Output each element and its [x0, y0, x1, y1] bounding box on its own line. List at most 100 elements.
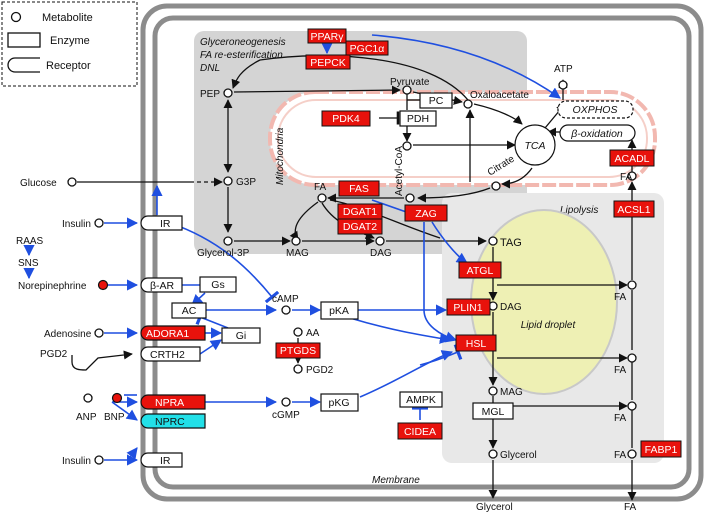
oxphos-box [557, 100, 634, 119]
pdk4-label: PDK4 [332, 113, 360, 125]
pep-label: PEP [200, 89, 220, 100]
gs-box [199, 276, 237, 293]
fa-reesterification-label: FA re-esterification [200, 50, 283, 61]
mag-ld-node [488, 386, 498, 396]
nprc-label: NPRC [155, 416, 185, 428]
fabp1-label: FABP1 [645, 444, 678, 456]
gi-label: Gi [236, 330, 247, 342]
aa-label: AA [306, 328, 320, 339]
g3p-node [223, 176, 233, 186]
ampk-label: AMPK [406, 394, 436, 406]
beta-oxidation-label: β-oxidation [570, 128, 623, 140]
adenosine-node [94, 328, 104, 338]
raas-label: RAAS [16, 236, 44, 247]
lipid-droplet-label: Lipid droplet [521, 320, 577, 331]
beta-ar-receptor [140, 277, 183, 293]
metabolite-labels: ATP PEP Pyruvate Oxaloacetate Acetyl-CoA… [16, 64, 637, 513]
glyceroneogenesis-label: Glyceroneogenesis [200, 37, 286, 48]
anp-node [83, 393, 93, 403]
adora1-label: ADORA1 [146, 328, 189, 340]
acsl1-label: ACSL1 [617, 204, 650, 216]
fabp1-box [640, 440, 682, 458]
ac-label: AC [182, 305, 197, 317]
tag-label: TAG [500, 237, 522, 249]
oxphos-label: OXPHOS [573, 104, 618, 116]
oxaloacetate-label: Oxaloacetate [470, 90, 529, 101]
bnp-label: BNP [104, 412, 125, 423]
pgd2-in-node [293, 364, 303, 374]
insulin-top-label: Insulin [62, 219, 91, 230]
pep-node [223, 88, 233, 98]
pyruvate-label: Pyruvate [390, 77, 430, 88]
insulin-bottom-label: Insulin [62, 456, 91, 467]
mag-top-node [291, 236, 301, 246]
glycerol-in-node [488, 449, 498, 459]
pyruvate-node [402, 85, 412, 95]
pc-box [419, 92, 453, 109]
fa-right-4-node [627, 401, 637, 411]
dag-top-label: DAG [370, 248, 392, 259]
fa-right-5-label: FA [614, 450, 627, 461]
metabolite-symbol [10, 11, 22, 23]
hsl-box [455, 334, 497, 352]
oxaloacetate-node [463, 99, 473, 109]
glycerol-3p-node [223, 236, 233, 246]
fa-right-2-label: FA [614, 292, 627, 303]
insulin-bottom-node [94, 455, 104, 465]
ac-box [171, 302, 207, 319]
mag-ld-label: MAG [500, 387, 523, 398]
plin1-box [446, 298, 491, 316]
ppary-label: PPARγ [310, 31, 344, 43]
tag-node [488, 236, 498, 246]
gi-box [221, 327, 261, 344]
fas-box [338, 180, 380, 197]
mgl-box [472, 402, 514, 420]
enzyme-symbol [7, 32, 41, 48]
glycerol-out-label: Glycerol [476, 502, 513, 513]
acetyl-coa-label: Acetyl-CoA [394, 146, 405, 196]
g3p-label: G3P [236, 177, 256, 188]
plin1-label: PLIN1 [453, 302, 482, 314]
citrate-node [491, 181, 501, 191]
atp-node [558, 80, 568, 90]
dgat2-box [337, 218, 383, 235]
zag-box [404, 204, 448, 222]
ir-top-receptor [140, 215, 183, 231]
pepck-box [305, 54, 351, 70]
ir-top-label: IR [160, 218, 171, 230]
lipolysis-label: Lipolysis [560, 205, 598, 216]
mgl-label: MGL [482, 406, 505, 418]
membrane-label: Membrane [372, 475, 420, 486]
pdh-box [399, 110, 437, 127]
tca-label: TCA [525, 140, 546, 152]
fa-right-4-label: FA [614, 413, 627, 424]
metabolic-edges [71, 55, 637, 501]
acetyl-coa-out-node [405, 193, 415, 203]
fa-right-5-node [627, 449, 637, 459]
fa-out-label: FA [624, 502, 637, 513]
acsl1-box [613, 200, 655, 218]
camp-node [281, 305, 291, 315]
nprc-receptor [140, 413, 206, 429]
dag-top-node [375, 236, 385, 246]
cidea-label: CIDEA [404, 426, 436, 438]
fa-dnl-node [317, 193, 327, 203]
fa-right-3-label: FA [614, 365, 627, 376]
pgc1a-label: PGC1α [350, 43, 385, 55]
crth2-receptor [140, 346, 201, 362]
beta-ar-label: β-AR [150, 280, 175, 292]
pgc1a-box [345, 40, 389, 56]
pdk4-box [321, 110, 371, 127]
bnp-node [111, 392, 123, 404]
fa-right-2-node [627, 280, 637, 290]
ptgds-label: PTGDS [280, 345, 316, 357]
gs-label: Gs [211, 279, 224, 291]
glycerol-3p-label: Glycerol-3P [197, 248, 250, 259]
acadl-box [609, 149, 655, 167]
dag-ld-label: DAG [500, 302, 522, 313]
pgd2-in-label: PGD2 [306, 365, 334, 376]
hsl-label: HSL [466, 338, 487, 350]
red-enzymes: PPARγ PGC1α PEPCK PDK4 FAS DGAT1 DGAT2 Z… [275, 28, 682, 458]
receptor-symbol [7, 57, 40, 73]
